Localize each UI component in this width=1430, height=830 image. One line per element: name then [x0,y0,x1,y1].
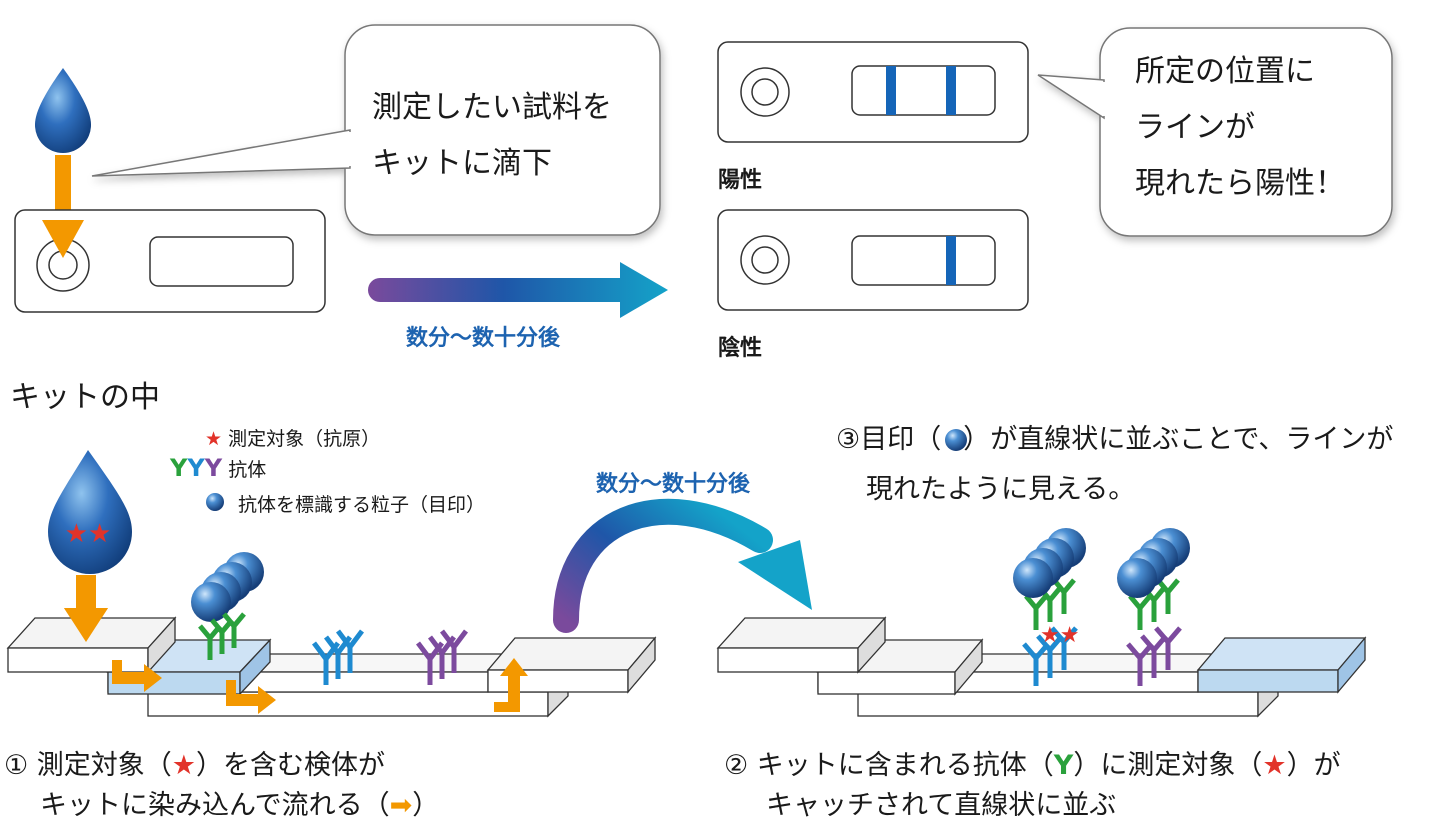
step2-line1: ② キットに含まれる抗体（Y）に測定対象（★）が [724,746,1341,786]
antibody-y-blue: Y [187,454,205,482]
kit-strip-right [716,616,1367,718]
test-kit-negative [717,209,1029,311]
step1-line1: ① 測定対象（★）を含む検体が [4,746,385,786]
step1-prefix: ① 測定対象（ [4,750,172,781]
time-arrow-icon [368,262,668,318]
svg-text:★★: ★★ [65,519,112,549]
kit-strip-left [6,616,657,718]
test-kit-before [14,209,326,313]
labeled-particles-left [191,552,264,622]
section-title: キットの中 [10,380,160,415]
antibody-y-inline: Y [1053,750,1074,781]
speech-bubble-right [1037,27,1393,237]
control-line-complex [1117,528,1190,686]
step2-prefix: ② キットに含まれる抗体（ [724,750,1054,781]
step2-mid: ）に測定対象（ [1073,750,1263,781]
antibody-y-green: Y [170,454,188,482]
legend-antibody: YYY 抗体 [170,454,266,482]
step3-suffix: ）が直線状に並ぶことで、ラインが [963,424,1394,455]
bubble-right-line1: 所定の位置に [1135,54,1315,89]
flow-arrow-icon [112,658,528,714]
antibody-y-purple: Y [204,454,223,482]
step2-line2: キャッチされて直線状に並ぶ [766,790,1117,821]
bubble-right-line2: ラインが [1135,110,1255,145]
step2-suffix: ）が [1286,750,1341,781]
star-icon: ★ [171,750,197,781]
step3-prefix: ③目印（ [836,424,942,455]
step3-line1: ③目印（ ）が直線状に並ぶことで、ラインが [836,420,1393,460]
blue-antibody-icon [312,629,364,685]
particle-legend-icon [206,493,224,511]
test-kit-positive [717,41,1029,143]
specimen-drop-icon: ★★ [48,450,132,574]
legend-antibody-text: 抗体 [228,459,267,481]
negative-label: 陰性 [718,336,763,361]
orange-arrow-icon: ➡ [389,790,413,821]
legend-antigen: ★ 測定対象（抗原） [205,424,380,451]
step1-suffix: ）を含む検体が [196,750,386,781]
bubble-left-line1: 測定したい試料を [372,90,612,125]
star-icon: ★ [205,428,223,450]
step3-line2: 現れたように見える。 [866,474,1136,505]
curve-label: 数分〜数十分後 [596,472,751,497]
bubble-right-line3: 現れたら陽性！ [1135,166,1345,201]
purple-antibody-icon [416,629,468,685]
step1-line2-suffix: ） [412,790,440,821]
step1-line2: キットに染み込んで流れる（➡） [40,786,439,826]
svg-text:★★: ★★ [1040,623,1079,648]
bubble-left-line2: キットに滴下 [372,146,552,181]
test-line-complex: ★★ [1013,528,1086,686]
particle-inline-icon [945,429,967,451]
speech-bubble-left [91,24,661,236]
arrow-label: 数分〜数十分後 [406,326,561,351]
legend-particle-text: 抗体を標識する粒子（目印） [238,494,486,516]
sample-drop-icon [35,68,91,153]
time-curve-arrow-icon [553,498,812,633]
green-antibody-icon [198,612,246,660]
positive-label: 陽性 [718,168,763,193]
star-icon: ★ [1262,750,1287,781]
legend-antigen-text: 測定対象（抗原） [228,428,381,450]
step1-line2-prefix: キットに染み込んで流れる（ [40,790,390,821]
